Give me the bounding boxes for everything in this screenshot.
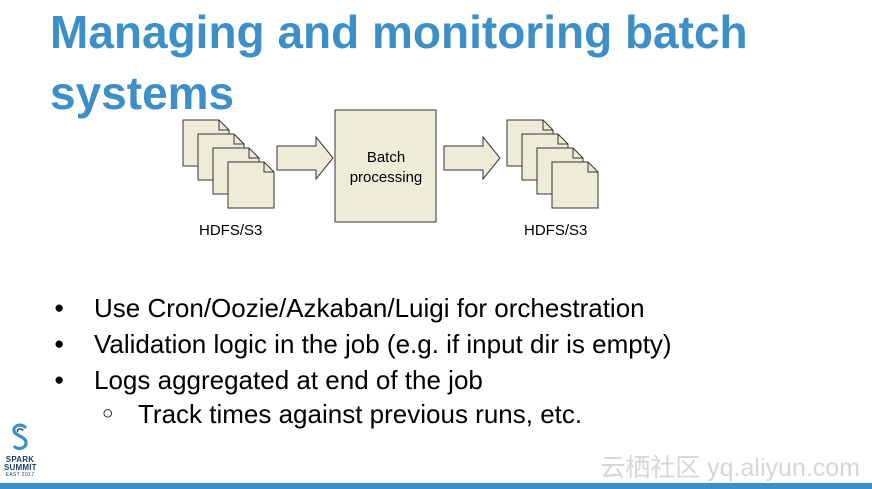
output-storage-label: HDFS/S3 [524, 222, 588, 239]
process-label-line1: Batch [367, 149, 405, 166]
batch-diagram: Batch processing [182, 109, 599, 223]
sub-bullet-item: Track times against previous runs, etc. [50, 398, 672, 430]
arrow-right-icon [276, 135, 334, 181]
logo-text-event: EAST 2017 [5, 472, 35, 478]
bottom-accent-bar [0, 483, 872, 489]
slide-title: Managing and monitoring batch systems [50, 6, 748, 119]
arrow-right-icon [443, 135, 501, 181]
watermark: 云栖社区 yq.aliyun.com [600, 454, 860, 482]
process-label-line2: processing [350, 169, 423, 186]
bullet-item: Validation logic in the job (e.g. if inp… [50, 326, 672, 362]
bullet-item: Logs aggregated at end of the job [50, 362, 672, 398]
bullet-item: Use Cron/Oozie/Azkaban/Luigi for orchest… [50, 290, 672, 326]
spark-summit-icon [12, 423, 28, 450]
logo-text-summit: SUMMIT [4, 463, 37, 472]
batch-processing-box [334, 109, 437, 223]
logo-text-spark: SPARK [5, 455, 35, 464]
bullet-list: Use Cron/Oozie/Azkaban/Luigi for orchest… [50, 290, 672, 430]
input-documents-icon [182, 119, 275, 209]
input-storage-label: HDFS/S3 [199, 222, 263, 239]
spark-summit-logo: SPARK SUMMIT EAST 2017 [4, 423, 37, 478]
output-documents-icon [506, 119, 599, 209]
